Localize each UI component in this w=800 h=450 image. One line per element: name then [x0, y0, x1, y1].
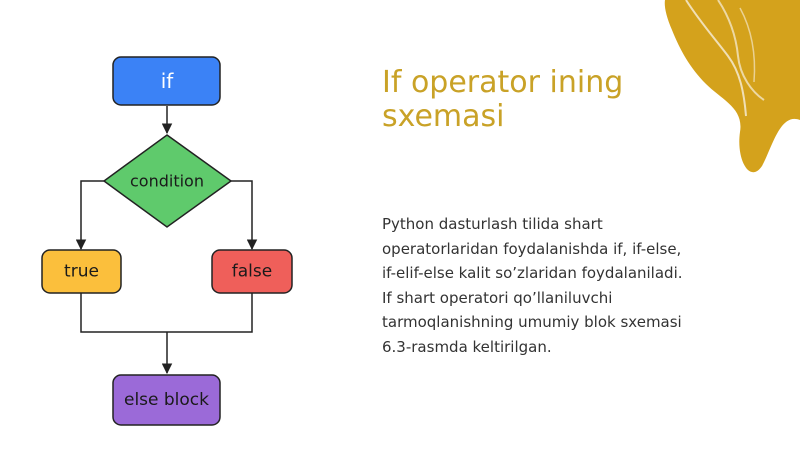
arrow-condition-to-true	[75, 180, 104, 251]
node-else-block-label: else block	[124, 390, 209, 410]
node-else-block: else block	[112, 374, 221, 426]
line-true-to-merge	[80, 293, 167, 333]
node-false-label: false	[232, 262, 272, 282]
node-condition-label: condition	[130, 172, 204, 191]
slide-body-text: Python dasturlash tilida shart operatorl…	[382, 215, 683, 356]
node-condition-diamond	[102, 134, 233, 228]
node-if-box	[112, 56, 221, 106]
node-true-box	[41, 249, 122, 294]
node-false: false	[211, 249, 293, 294]
line-false-to-merge	[167, 293, 253, 333]
node-else-block-box	[112, 374, 221, 426]
node-if: if	[112, 56, 221, 106]
flow-connectors	[75, 106, 258, 375]
node-if-label: if	[161, 69, 175, 93]
arrow-condition-to-false	[230, 180, 258, 251]
node-false-box	[211, 249, 293, 294]
gold-blob-shape	[664, 0, 800, 173]
node-condition: condition	[102, 134, 233, 228]
node-true: true	[41, 249, 122, 294]
slide-title: If operator ining sxemasi	[382, 65, 624, 134]
node-true-label: true	[64, 262, 99, 282]
